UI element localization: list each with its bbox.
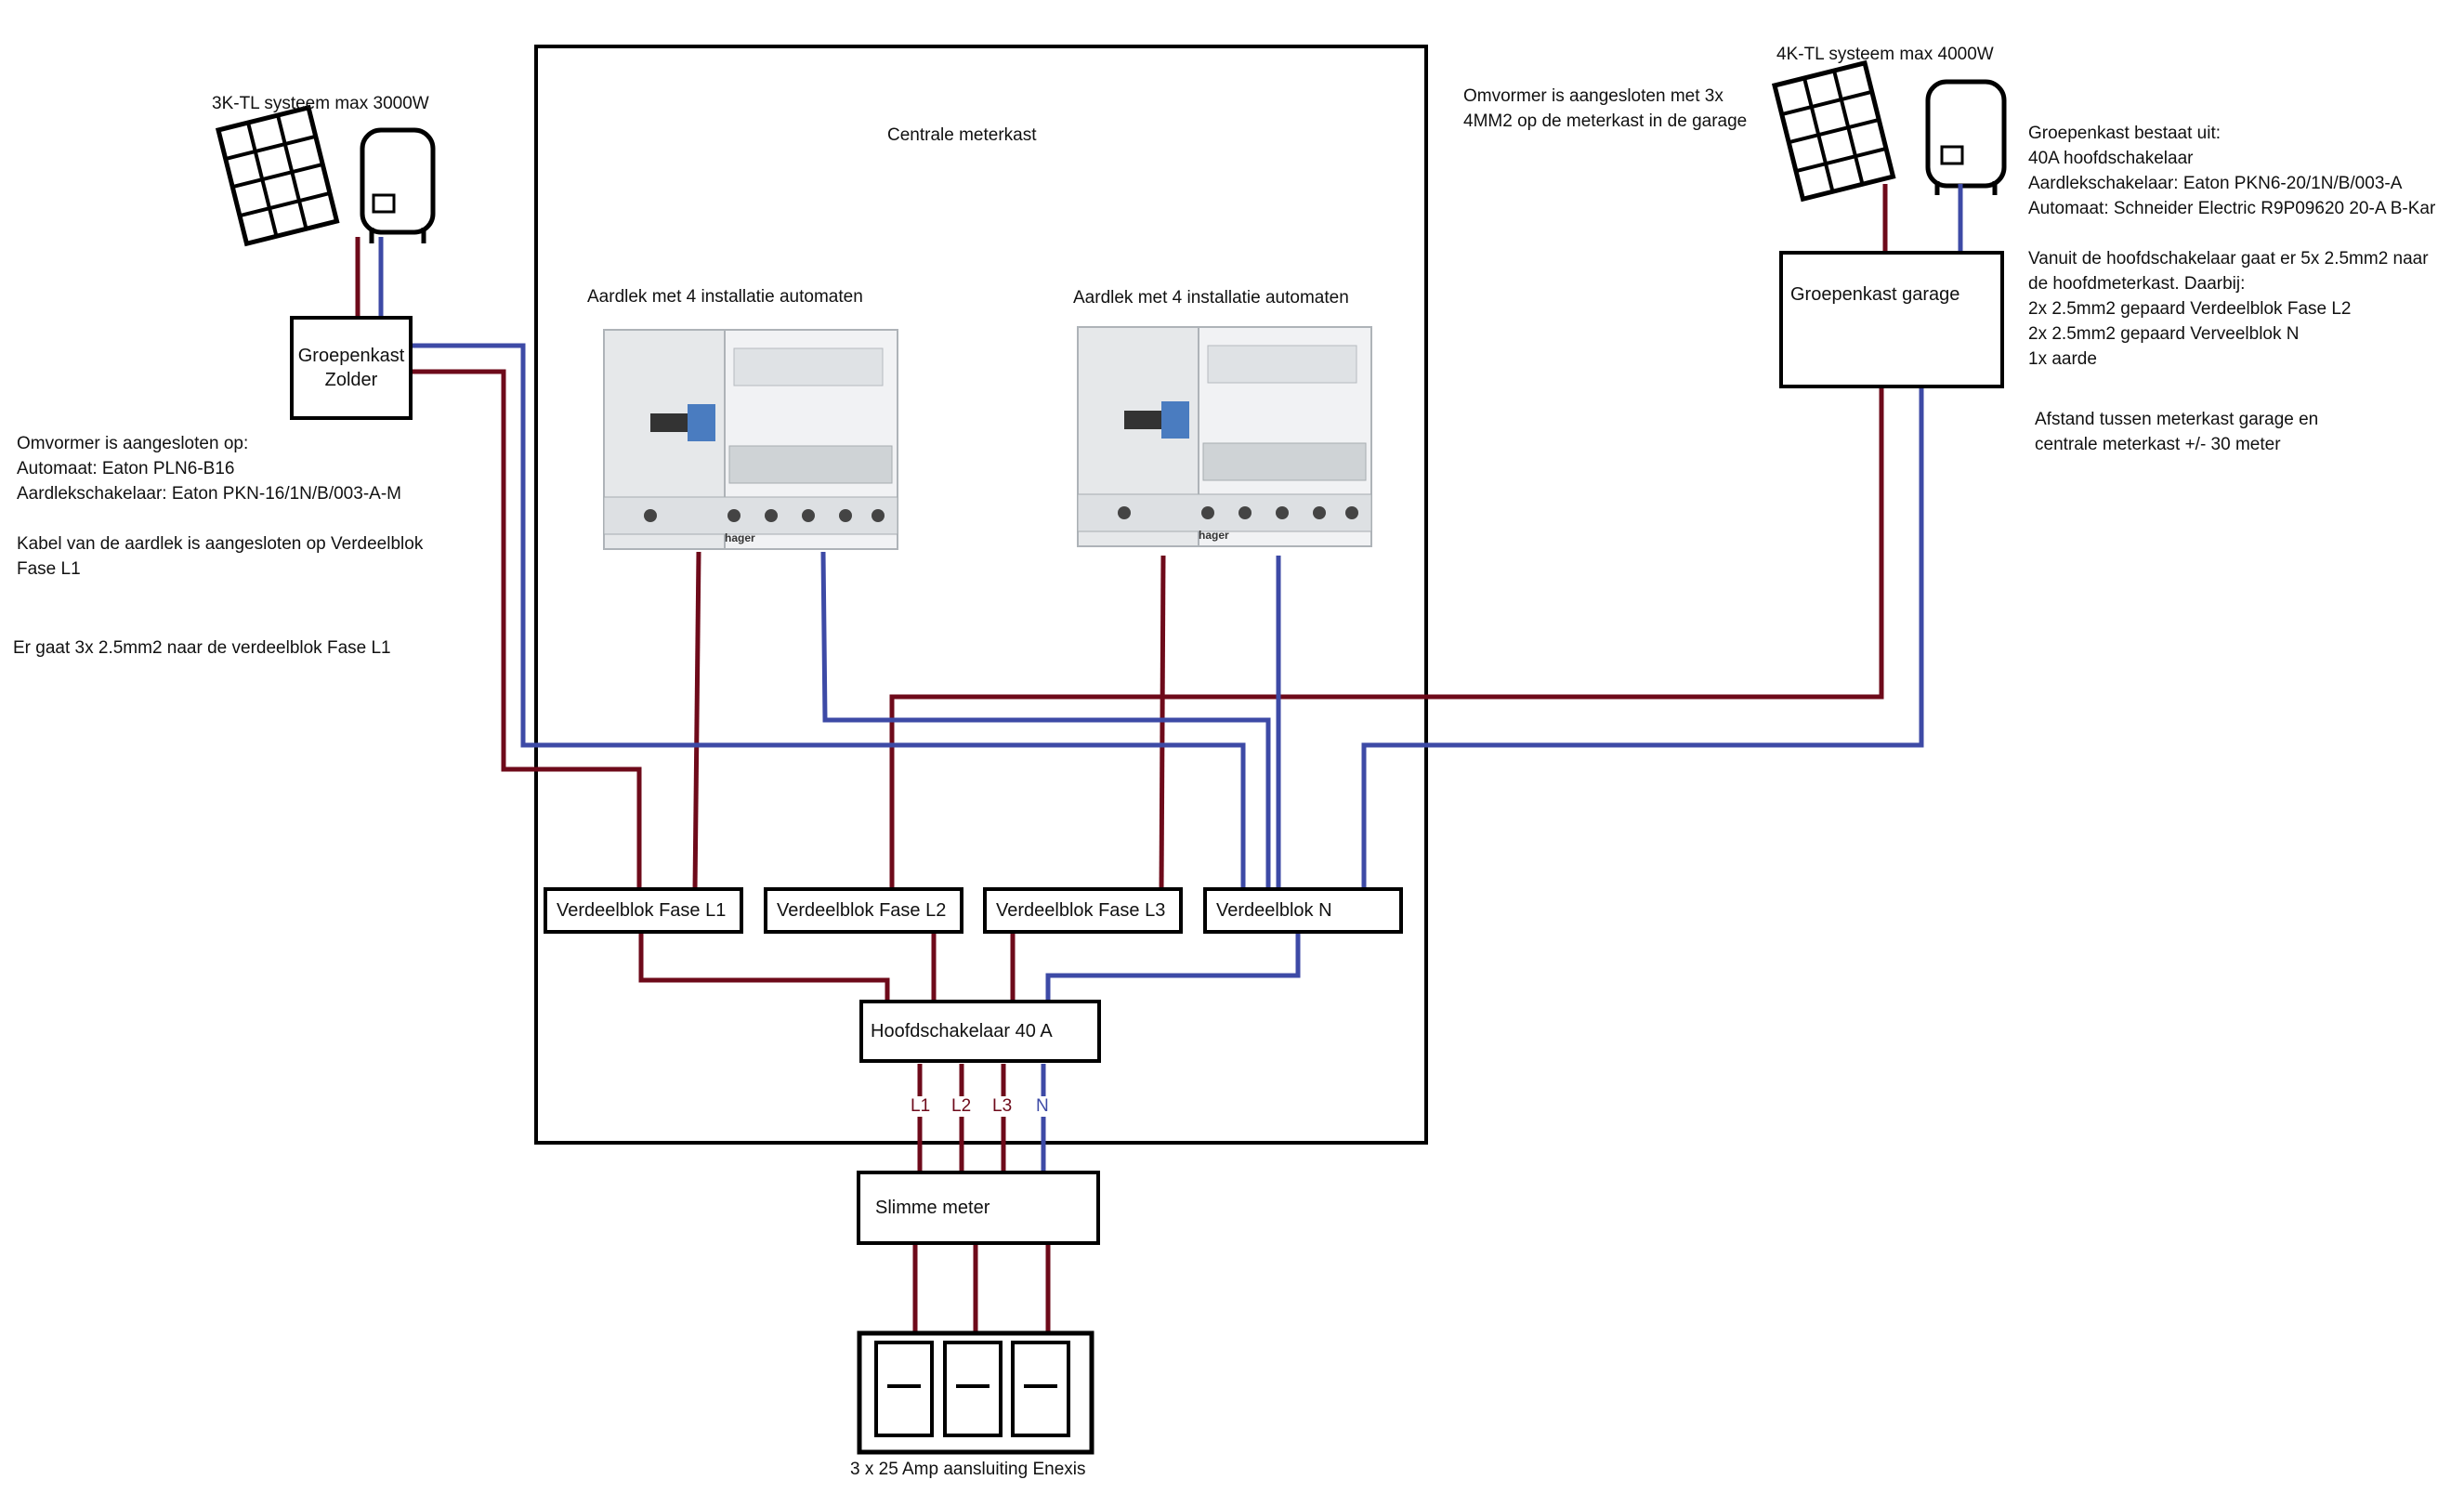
verdeelblok-l2: Verdeelblok Fase L2 [764,887,963,934]
solar-panel-icon [1771,59,1896,203]
wire-aardlek-left-neutral [820,551,1271,890]
garage-panel-notes: Groepenkast bestaat uit: 40A hoofdschake… [2028,124,2436,369]
solar-panel-icon [215,104,340,247]
phase-label-n: N [1036,1096,1049,1117]
slimme-meter: Slimme meter [857,1171,1100,1245]
device-brand: hager [1199,529,1229,542]
enexis-connection-block [857,1330,1094,1455]
attic-inverter-notes: Omvormer is aangesloten op: Automaat: Ea… [17,434,424,579]
groepenkast-garage: Groepenkast garage [1779,251,2004,388]
inverter-icon [360,127,436,243]
enexis-label: 3 x 25 Amp aansluiting Enexis [850,1460,1086,1479]
wire-l1-to-main [638,931,890,1003]
attic-solar-title: 3K-TL systeem max 3000W [212,94,429,113]
rcbo-device-right: hager [1077,326,1372,547]
garage-solar-title: 4K-TL systeem max 4000W [1776,45,1994,64]
device-brand: hager [725,531,755,544]
verdeelblok-l1: Verdeelblok Fase L1 [544,887,743,934]
distance-note: Afstand tussen meterkast garage en centr… [2035,410,2319,454]
neutral-wires [378,184,1963,1172]
phase-label-l3: L3 [992,1096,1013,1117]
phase-label-l1: L1 [911,1096,931,1117]
wire-aardlek-right-to-l3 [1159,555,1166,891]
aardlek-right-label: Aardlek met 4 installatie automaten [1073,288,1349,308]
central-cabinet-frame [534,45,1428,1145]
verdeelblok-l3: Verdeelblok Fase L3 [983,887,1183,934]
wire-garage-down-to-n [1361,383,1924,890]
verdeelblok-n: Verdeelblok N [1203,887,1403,934]
attic-cable-note: Er gaat 3x 2.5mm2 naar de verdeelblok Fa… [13,638,391,658]
aardlek-left-label: Aardlek met 4 installatie automaten [587,287,863,307]
phase-wires [355,184,1888,1336]
wire-zolder-to-l1 [411,369,642,890]
garage-connection-note: Omvormer is aangesloten met 3x 4MM2 op d… [1463,86,1748,131]
rcbo-device-left: hager [603,329,898,550]
wire-zolder-to-n [411,343,1246,890]
inverter-icon [1925,79,2007,195]
wire-n-to-main [1045,931,1301,1003]
central-cabinet-title: Centrale meterkast [887,125,1037,145]
hoofdschakelaar: Hoofdschakelaar 40 A [859,1000,1101,1063]
wire-aardlek-left-to-l1 [692,551,701,891]
phase-label-l2: L2 [951,1096,972,1117]
wire-garage-down-to-l2 [889,383,1884,890]
